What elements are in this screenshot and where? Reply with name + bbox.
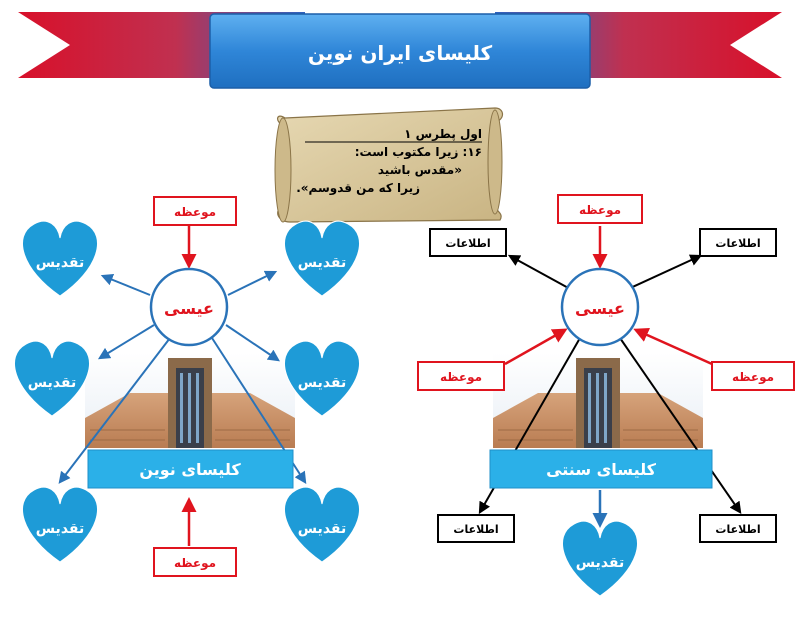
info-label-bottom-left: اطلاعات: [453, 523, 498, 536]
arrow-to-heart-top-right: [227, 270, 278, 296]
sermon-label-right: موعظه: [732, 370, 774, 385]
sermon-label-left: موعظه: [440, 370, 482, 385]
heart-label-top-left: تقدیس: [36, 255, 84, 271]
church-building-image: [84, 352, 296, 449]
arrow-to-info-bottom-right: [619, 337, 742, 514]
sermon-box-top-left: [153, 196, 237, 226]
heart-label-mid-left: تقدیس: [28, 375, 76, 391]
modern-church-label: کلیسای نوین: [139, 460, 241, 479]
sermon-box-right: [711, 361, 795, 391]
arrow-to-info-top-left: [507, 254, 573, 291]
page-title: کلیسای ایران نوین: [308, 41, 493, 65]
jesus-label-right: عیسی: [575, 299, 625, 318]
scripture-scroll: اول پطرس ۱ ۱۶: زیرا مکتوب است: «مقدس باش…: [274, 107, 504, 223]
info-label-top-left: اطلاعات: [445, 237, 490, 250]
sermon-label-top-right: موعظه: [579, 203, 621, 218]
scroll-line-2: «مقدس باشید: [378, 163, 462, 177]
scroll-reference: اول پطرس ۱: [404, 127, 482, 142]
right-diagram: عیسی کلیسای سنتی موعظه موعظه موعظه اطلاع…: [417, 194, 795, 597]
info-box-top-right: [699, 228, 777, 257]
arrow-to-heart-bottom-left: [58, 337, 171, 484]
sermon-arrow-right: [633, 328, 713, 366]
arrow-to-info-top-right: [625, 254, 703, 291]
heart-label-right-bottom: تقدیس: [576, 555, 624, 571]
info-label-bottom-right: اطلاعات: [715, 523, 760, 536]
info-label-top-right: اطلاعات: [715, 237, 760, 250]
header-ribbon: کلیسای ایران نوین: [18, 12, 782, 89]
traditional-church-label: کلیسای سنتی: [546, 460, 657, 479]
sermon-box-top-right: [557, 194, 643, 224]
sermon-arrow-left: [504, 328, 568, 366]
info-box-bottom-right: [699, 514, 777, 543]
arrow-to-heart-top-left: [100, 274, 151, 296]
heart-label-bottom-left: تقدیس: [36, 521, 84, 537]
arrow-to-heart-mid-left: [97, 324, 155, 360]
heart-label-top-right: تقدیس: [298, 255, 346, 271]
title-banner: [209, 13, 591, 89]
scroll-line-1: ۱۶: زیرا مکتوب است:: [355, 145, 482, 160]
sermon-label-bottom-left: موعظه: [174, 556, 216, 571]
jesus-circle-right: [560, 267, 640, 347]
info-box-top-left: [429, 228, 507, 257]
traditional-church-bar: [489, 449, 713, 489]
info-box-bottom-left: [437, 514, 515, 543]
sermon-box-bottom-left: [153, 547, 237, 577]
heart-label-bottom-right: تقدیس: [298, 521, 346, 537]
modern-church-bar: [87, 449, 294, 489]
sermon-label-top-left: موعظه: [174, 205, 216, 220]
heart-label-mid-right: تقدیس: [298, 375, 346, 391]
sermon-box-left: [417, 361, 505, 391]
left-diagram: عیسی کلیسای نوین موعظه موعظه تقدیس تقدیس…: [13, 196, 361, 577]
arrow-to-heart-mid-right: [225, 324, 280, 362]
scroll-line-3: زیرا که من قدوسم».: [296, 181, 420, 196]
jesus-label-left: عیسی: [164, 299, 214, 318]
jesus-circle-left: [149, 267, 229, 347]
